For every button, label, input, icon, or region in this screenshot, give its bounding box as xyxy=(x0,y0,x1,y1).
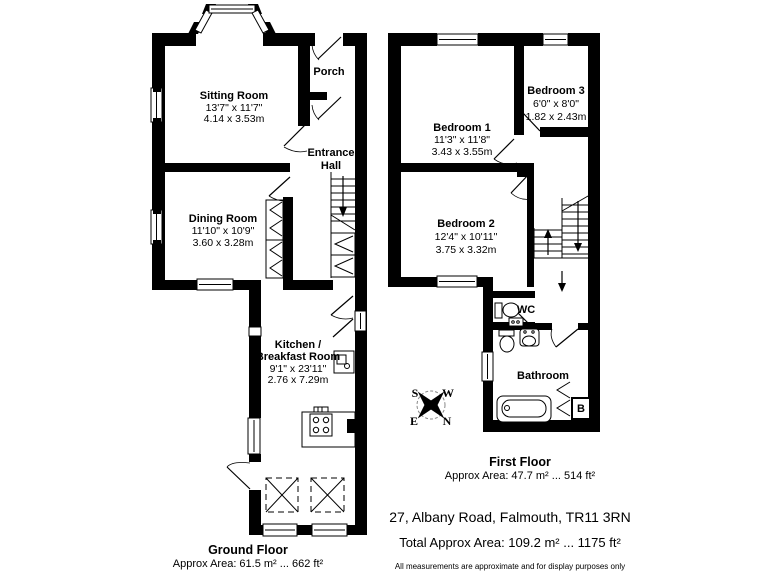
compass-letter-w: W xyxy=(442,386,454,400)
stairs-up-arrow xyxy=(544,229,552,255)
sitting-room-door xyxy=(283,123,308,153)
bedroom2-door xyxy=(510,172,532,200)
room-label-wc: WC xyxy=(517,304,535,316)
bathtub xyxy=(496,395,552,423)
first-floor-walls xyxy=(388,33,600,432)
sitting-room-dims-metric: 4.14 x 3.53m xyxy=(204,113,265,125)
kitchen-window-bottom-2 xyxy=(311,523,348,537)
property-address: 27, Albany Road, Falmouth, TR11 3RN xyxy=(389,509,631,525)
ground-floor-area: Approx Area: 61.5 m² ... 662 ft² xyxy=(173,558,324,570)
skylight-2 xyxy=(310,477,345,513)
understairs-cupboard xyxy=(330,232,356,278)
room-label-entrance-hall-line1: Entrance xyxy=(307,147,354,159)
bedroom1-dims-metric: 3.43 x 3.55m xyxy=(432,146,493,158)
room-label-bedroom2: Bedroom 2 xyxy=(437,218,494,230)
first-floor-area: Approx Area: 47.7 m² ... 514 ft² xyxy=(445,470,596,482)
compass-letter-n: N xyxy=(443,414,452,428)
skylight-1 xyxy=(265,477,299,513)
ground-floor-plan: Sitting Room 13'7" x 11'7" 4.14 x 3.53m … xyxy=(150,4,367,570)
bedroom2-window xyxy=(436,275,478,288)
footer: 27, Albany Road, Falmouth, TR11 3RN Tota… xyxy=(389,509,631,571)
bedroom2-dims-imperial: 12'4" x 10'11" xyxy=(435,231,498,243)
wc-door xyxy=(517,312,532,327)
bathroom-door xyxy=(550,328,579,348)
compass-letter-s: S xyxy=(412,386,419,400)
wc-sink xyxy=(508,317,524,327)
stove-hob xyxy=(309,406,333,437)
boiler: B xyxy=(571,397,591,420)
bedroom3-dims-metric: 1.82 x 2.43m xyxy=(526,111,587,123)
compass-rose: S W E N xyxy=(410,386,454,428)
stairs-down-arrow xyxy=(574,201,582,252)
first-floor-label: First Floor xyxy=(489,455,551,469)
bedroom3-door xyxy=(516,112,541,133)
dining-room-dims-imperial: 11'10" x 10'9" xyxy=(192,225,255,237)
kitchen-sink xyxy=(333,350,355,374)
dining-room-dims-metric: 3.60 x 3.28m xyxy=(193,237,254,249)
bay-window xyxy=(188,4,276,34)
kitchen-hatch-opening xyxy=(248,326,262,337)
sitting-room-dims-imperial: 13'7" x 11'7" xyxy=(206,102,263,114)
stairs-down-arrow xyxy=(339,176,347,217)
bathroom-toilet xyxy=(498,329,515,353)
ground-floor-label: Ground Floor xyxy=(208,543,288,557)
bathroom-basin xyxy=(519,328,540,347)
dining-room-window-bottom xyxy=(196,278,234,291)
room-label-sitting-room: Sitting Room xyxy=(200,90,269,102)
room-label-bedroom1: Bedroom 1 xyxy=(433,122,490,134)
bedroom3-window xyxy=(542,33,569,46)
room-label-bathroom: Bathroom xyxy=(517,370,569,382)
landing-down-arrow xyxy=(558,271,566,292)
wc-toilet xyxy=(494,302,520,319)
disclaimer: All measurements are approximate and for… xyxy=(395,562,625,571)
dining-room-window-left xyxy=(150,209,163,245)
kitchen-dims-imperial: 9'1" x 23'11" xyxy=(270,363,327,375)
sitting-room-window xyxy=(150,87,163,123)
kitchen-dims-metric: 2.76 x 7.29m xyxy=(268,374,329,386)
bedroom1-dims-imperial: 11'3" x 11'8" xyxy=(434,134,490,146)
ground-floor-stairs xyxy=(330,172,356,278)
room-label-bedroom3: Bedroom 3 xyxy=(527,85,584,97)
kitchen-window-left xyxy=(247,417,261,455)
room-label-porch: Porch xyxy=(313,66,344,78)
bathroom-window xyxy=(481,351,494,382)
room-label-kitchen-line2: Breakfast Room xyxy=(256,351,341,363)
bedroom2-dims-metric: 3.75 x 3.32m xyxy=(436,244,497,256)
room-label-dining-room: Dining Room xyxy=(189,213,258,225)
kitchen-window-right xyxy=(354,310,367,332)
kitchen-doors-top xyxy=(330,295,354,338)
compass-star xyxy=(417,391,445,419)
airing-cupboard-shelves xyxy=(556,381,571,417)
front-door xyxy=(311,36,342,61)
bedroom1-window xyxy=(436,33,479,46)
first-floor-plan: B Bedroom 1 11'3" x 11'8" 3.43 x 3.55m B… xyxy=(388,33,600,482)
porch-hall-door xyxy=(311,96,342,121)
first-floor-stairs xyxy=(533,191,596,259)
room-label-entrance-hall-line2: Hall xyxy=(321,160,341,172)
kitchen-window-bottom-1 xyxy=(262,523,298,537)
room-label-kitchen-line1: Kitchen / xyxy=(275,339,321,351)
bedroom1-door xyxy=(493,138,518,165)
kitchen-exterior-door xyxy=(226,462,251,490)
total-area: Total Approx Area: 109.2 m² ... 1175 ft² xyxy=(399,535,621,550)
compass-letter-e: E xyxy=(410,414,418,428)
bedroom3-dims-imperial: 6'0" x 8'0" xyxy=(533,98,579,110)
boiler-label: B xyxy=(577,403,585,415)
dining-room-storage xyxy=(265,199,284,279)
